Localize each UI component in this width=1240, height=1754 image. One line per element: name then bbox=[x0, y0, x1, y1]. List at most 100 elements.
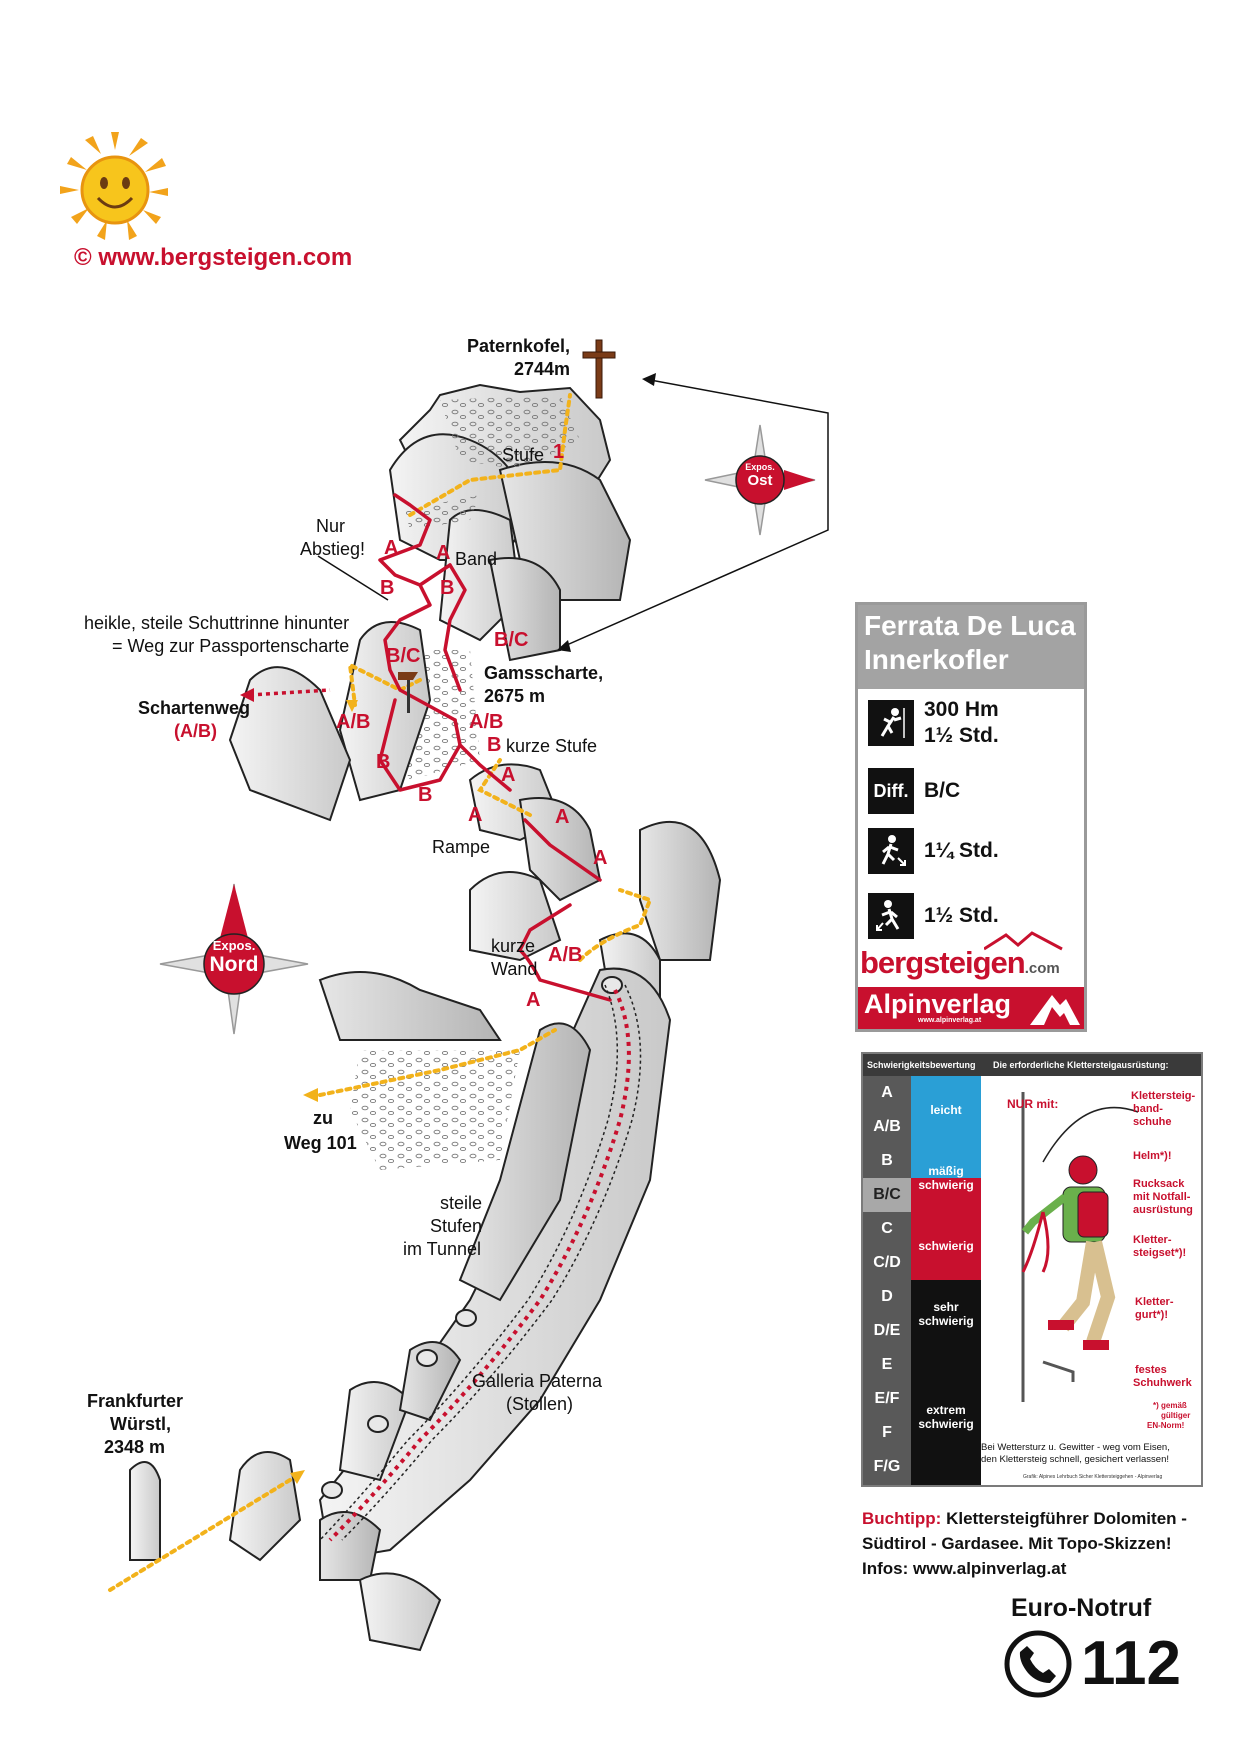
grade-marker: B bbox=[380, 577, 395, 599]
tunnel-ridge bbox=[129, 967, 672, 1652]
nur-mit-label: NUR mit: bbox=[1007, 1097, 1059, 1111]
emergency-number-row: 112 bbox=[1003, 1629, 1203, 1699]
band-maessig: mäßig bbox=[911, 1144, 981, 1178]
grade-marker: B bbox=[376, 751, 391, 773]
diff-icon: Diff. bbox=[868, 768, 914, 814]
grade-marker: B bbox=[418, 784, 433, 806]
grade-marker: A/B bbox=[548, 944, 583, 966]
route-title-1: Ferrata De Luca bbox=[864, 610, 1076, 641]
equip-line: Kletter- bbox=[1133, 1234, 1172, 1246]
booktip-text-2: Südtirol - Gardasee. Mit Topo-Skizzen! bbox=[862, 1534, 1172, 1553]
equip-line: *) gemäß bbox=[1153, 1401, 1187, 1410]
equip-line: Rucksack bbox=[1133, 1178, 1185, 1190]
label-steile-2: Stufen bbox=[430, 1216, 483, 1236]
alpinverlag-logo[interactable]: Alpinverlag www.alpinverlag.at bbox=[858, 987, 1084, 1029]
equip-line: EN-Norm! bbox=[1147, 1421, 1185, 1430]
grade-cell: E bbox=[881, 1356, 893, 1373]
route-title: Ferrata De Luca Innerkofler bbox=[858, 605, 1084, 689]
label-frankfurter-1: Frankfurter bbox=[87, 1391, 184, 1411]
equip-line: ausrüstung bbox=[1133, 1204, 1193, 1216]
compass-nord-title: Expos. bbox=[212, 938, 256, 953]
difficulty-table-header: Schwierigkeitsbewertung Die erforderlich… bbox=[863, 1054, 1201, 1076]
difficulty-value: B/C bbox=[924, 779, 961, 802]
grade-marker: A bbox=[526, 989, 541, 1011]
summit-name: Paternkofel, bbox=[467, 336, 571, 356]
booktip-text-3[interactable]: Infos: www.alpinverlag.at bbox=[862, 1559, 1067, 1578]
ascent-row: 300 Hm 1½ Std. bbox=[868, 697, 999, 749]
difficulty-table: Schwierigkeitsbewertung Die erforderlich… bbox=[861, 1052, 1203, 1487]
label-schartenweg-grade: (A/B) bbox=[174, 721, 217, 741]
grade-marker: A bbox=[468, 804, 483, 826]
grade-marker: A bbox=[436, 542, 451, 564]
schutt-arrow bbox=[346, 700, 358, 712]
summit-scree bbox=[440, 395, 580, 470]
equip-line: mit Notfall- bbox=[1133, 1191, 1191, 1203]
grade-marker: A/B bbox=[469, 711, 504, 733]
label-steile-3: im Tunnel bbox=[403, 1239, 482, 1259]
grade-marker: B/C bbox=[386, 645, 421, 667]
grade-cell-highlight: B/C bbox=[863, 1178, 911, 1212]
label-frankfurter-2: Würstl, bbox=[110, 1414, 171, 1434]
grade-marker: A/B bbox=[336, 711, 371, 733]
emergency-number[interactable]: 112 bbox=[1081, 1629, 1182, 1698]
equip-line: gurt*)! bbox=[1135, 1309, 1168, 1321]
route-title-2: Innerkofler bbox=[864, 644, 1009, 675]
grade-cell: A bbox=[881, 1084, 893, 1101]
compass-ost-icon bbox=[704, 424, 816, 536]
tunnel-openings bbox=[321, 976, 623, 1499]
emergency-call: Euro-Notruf 112 bbox=[1003, 1593, 1203, 1699]
equip-line: gültiger bbox=[1161, 1411, 1191, 1420]
approach-row: 1¼ Std. bbox=[868, 828, 999, 874]
label-gamsscharte-altitude: 2675 m bbox=[484, 686, 546, 706]
signpost-icon bbox=[398, 672, 418, 713]
label-galleria-2: (Stollen) bbox=[506, 1394, 574, 1414]
publisher-mountain-icon bbox=[1030, 995, 1080, 1025]
grade-marker: A bbox=[501, 764, 516, 786]
grade-cell: B bbox=[881, 1152, 893, 1169]
band-scree bbox=[405, 495, 480, 530]
grade-cell: E/F bbox=[874, 1390, 900, 1407]
band-schwierig-2: schwierig bbox=[911, 1212, 981, 1280]
equip-line: steigset*)! bbox=[1133, 1247, 1187, 1259]
warning-line-1: Bei Wettersturz u. Gewitter - weg vom Ei… bbox=[981, 1442, 1170, 1453]
grade-cell: C/D bbox=[873, 1254, 901, 1271]
schartenweg-arrow bbox=[240, 688, 254, 702]
bergsteigen-logo[interactable]: bergsteigen.com bbox=[860, 931, 1063, 981]
label-kurze-stufe: kurze Stufe bbox=[506, 736, 598, 756]
label-steile-1: steile bbox=[440, 1193, 483, 1213]
copyright-text[interactable]: © www.bergsteigen.com bbox=[74, 244, 353, 271]
grade-cell: F/G bbox=[873, 1458, 901, 1475]
grade-marker: A bbox=[555, 806, 570, 828]
descent-hiker-icon bbox=[868, 893, 914, 939]
equip-line: Helm*)! bbox=[1133, 1150, 1172, 1162]
label-zu-weg-2: Weg 101 bbox=[284, 1133, 357, 1153]
descent-time: 1½ Std. bbox=[924, 904, 999, 927]
label-heikle-2: = Weg zur Passportenscharte bbox=[112, 636, 350, 656]
label-band: Band bbox=[455, 549, 498, 569]
header-right: Die erforderliche Klettersteigausrüstung… bbox=[993, 1060, 1169, 1070]
approach-hiker-icon bbox=[868, 828, 914, 874]
band-schwierig-1: schwierig bbox=[911, 1178, 981, 1212]
label-schartenweg: Schartenweg bbox=[138, 698, 251, 718]
compass-nord-icon bbox=[159, 883, 309, 1035]
compass-ost-title: Expos. bbox=[745, 462, 775, 472]
grade-cell: F bbox=[882, 1424, 892, 1441]
grade-column: A A/B B B/C C C/D D D/E E E/F F F/G bbox=[863, 1076, 911, 1485]
header-left: Schwierigkeitsbewertung bbox=[867, 1060, 976, 1070]
emergency-title: Euro-Notruf bbox=[1011, 1594, 1152, 1622]
grade-marker: B/C bbox=[494, 629, 529, 651]
compass-nord-label: Expos. Nord bbox=[204, 938, 264, 977]
compass-ost-label: Expos. Ost bbox=[736, 462, 784, 489]
grade-marker: B bbox=[487, 734, 502, 756]
grade-marker: B bbox=[440, 577, 455, 599]
label-frankfurter-altitude: 2348 m bbox=[104, 1437, 166, 1457]
publisher-url: www.alpinverlag.at bbox=[918, 1017, 982, 1024]
label-kurze-wand-1: kurze bbox=[491, 936, 536, 956]
label-nur-abstieg-1: Nur bbox=[316, 516, 346, 536]
tunnel-path bbox=[328, 989, 631, 1542]
graphic-credit: Grafik: Alpines Lehrbuch Sicher Kletters… bbox=[1023, 1474, 1163, 1480]
band-extrem-schwierig: extrem schwierig bbox=[911, 1348, 981, 1485]
book-tip: Buchtipp: Klettersteigführer Dolomiten -… bbox=[862, 1506, 1202, 1581]
equip-line: festes bbox=[1135, 1364, 1167, 1376]
climber-illustration bbox=[1021, 1092, 1139, 1402]
